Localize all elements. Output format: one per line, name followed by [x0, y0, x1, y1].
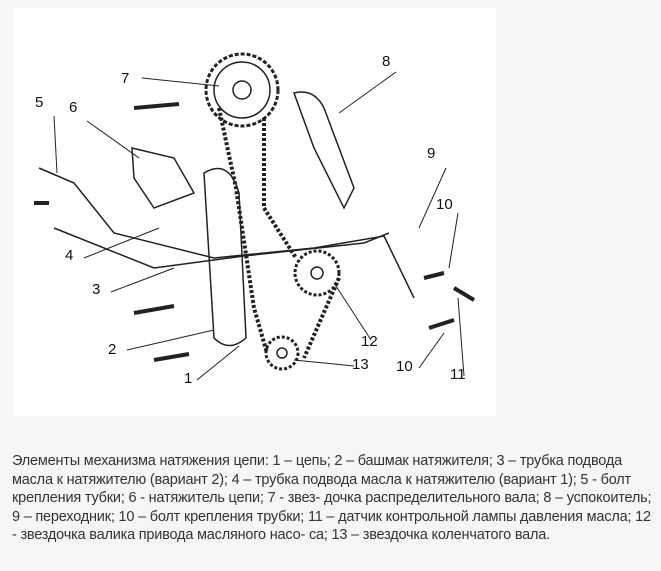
callout-7: 7	[121, 70, 130, 87]
oil-pump-sprocket	[293, 249, 341, 297]
chain	[217, 107, 341, 359]
callout-8: 8	[382, 53, 391, 70]
oil-pipe-1	[38, 167, 415, 299]
damper	[293, 91, 355, 210]
camshaft-sprocket	[204, 52, 280, 128]
figure-caption: Элементы механизма натяжения цепи: 1 – ц…	[12, 453, 652, 543]
crankshaft-sprocket	[264, 335, 300, 371]
callout-12: 12	[361, 333, 378, 350]
callout-2: 2	[108, 341, 117, 358]
callout-11: 11	[450, 366, 466, 383]
callout-4: 4	[65, 247, 74, 264]
diagram-drawing	[34, 52, 476, 381]
callout-5: 5	[35, 94, 44, 111]
tensioner	[131, 147, 196, 209]
tensioner-shoe	[203, 167, 247, 347]
callout-9: 9	[427, 145, 436, 162]
callout-10-bottom: 10	[396, 358, 413, 375]
callout-6: 6	[69, 99, 78, 116]
callout-3: 3	[92, 281, 101, 298]
leader-lines	[53, 71, 465, 381]
bolts	[34, 102, 476, 362]
callout-10-top: 10	[436, 196, 453, 213]
callout-13: 13	[352, 356, 369, 373]
callout-1: 1	[184, 370, 193, 387]
timing-chain-diagram: 7 8 5 6 9 10 4 3 2 12 13 1 10 11	[14, 8, 496, 416]
oil-pipe-2	[53, 227, 390, 269]
